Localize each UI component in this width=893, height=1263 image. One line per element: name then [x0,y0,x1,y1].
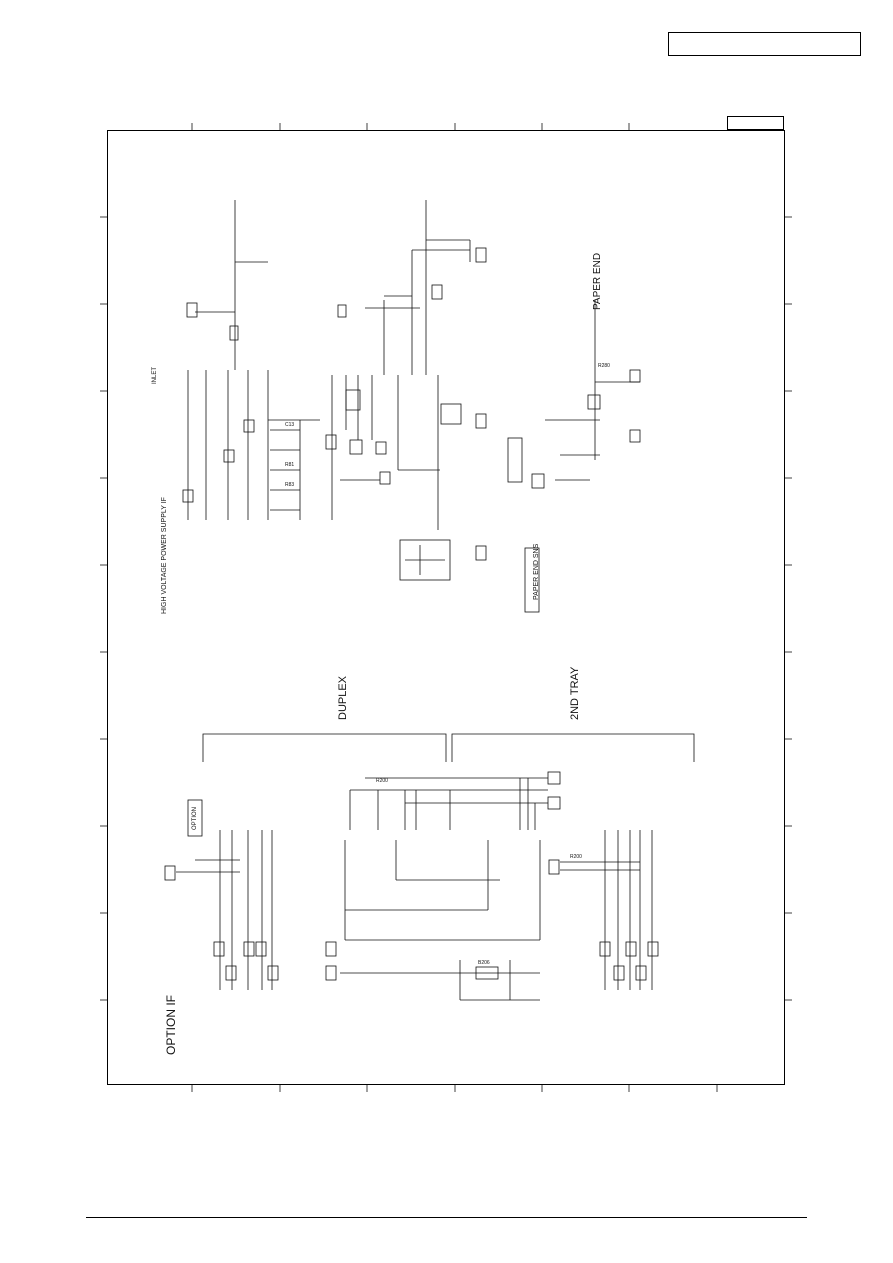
r83-label: R83 [285,482,294,488]
paper-end-sns-title: PAPER END SNS [533,543,540,600]
r200-label: R200 [376,778,388,784]
option-if-wiring [164,799,279,990]
paper-end-wiring [507,300,641,613]
hv-wiring [182,200,320,520]
r280-label: R280 [598,363,610,369]
second-tray-wiring [548,830,659,990]
r81-label: R81 [285,462,294,468]
r200b-label: R200 [570,854,582,860]
sheet-number-tab [727,116,784,130]
section-braces [202,733,695,762]
high-voltage-title: HIGH VOLTAGE POWER SUPPLY IF [161,497,168,614]
second-tray-title: 2ND TRAY [569,666,581,720]
duplex-title: DUPLEX [337,675,349,720]
inlet-label: INLET [152,367,158,384]
document-code-box [668,32,861,56]
schematic-frame [107,130,785,1085]
schematic-labels: PAPER END PAPER END SNS DUPLEX 2ND TRAY … [152,253,610,1055]
frame-ticks [100,123,792,1092]
option-conn-label: OPTION [192,807,198,830]
mid-wiring [325,200,487,581]
footer-rule [86,1217,807,1218]
duplex-wiring [325,771,561,1001]
b206-label: B206 [478,960,490,966]
option-if-title: OPTION IF [164,995,178,1055]
c13-label: C13 [285,422,294,428]
paper-end-title: PAPER END [592,253,603,310]
